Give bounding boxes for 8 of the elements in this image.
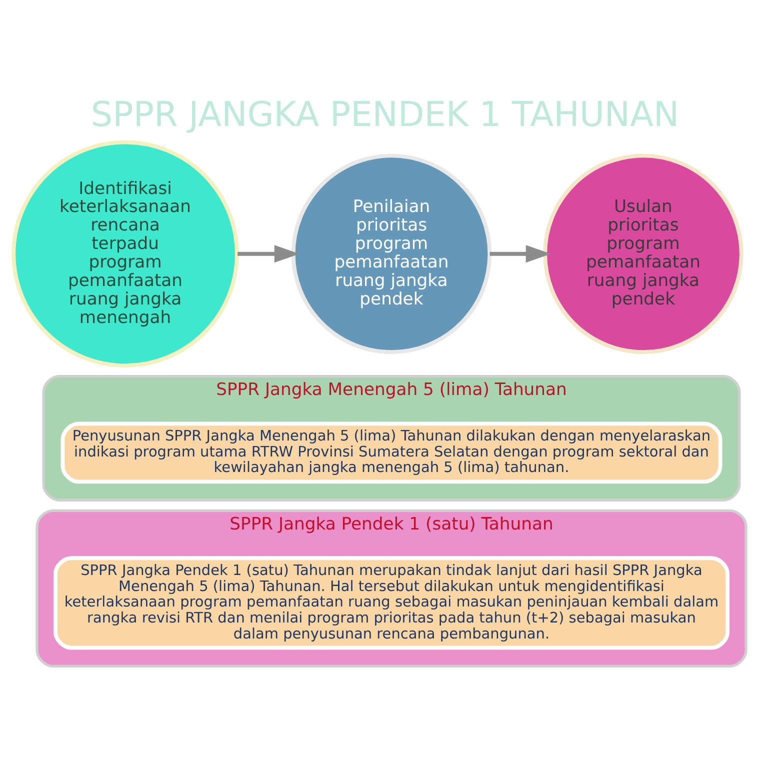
node-circle: Usulan prioritas program pemanfaatan ruang jangka pendek bbox=[543, 154, 744, 354]
node-box: SPPR Jangka Pendek 1 (satu) Tahunan merupakan tindak lanjut dari hasil SPPR Jangka Menengah 5 (lima) Tahunan. Hal tersebut dilakukan untuk mengidentifikasi keterlaksanaan program pemanfaatan ruang sebagai masukan peninjauan kembali dalam rangka revisi RTR dan menilai program prioritas pada tahun (t+2) sebagai masukan dalam penyusunan rencana pembangunan. bbox=[53, 556, 730, 650]
node-circle: Identifikasi keterlaksanaan rencana terpadu program pemanfaatan ruang jangka menengah bbox=[12, 140, 239, 368]
diagram-title: SPPR JANGKA PENDEK 1 TAHUNAN bbox=[90, 94, 680, 135]
arrow bbox=[238, 245, 300, 263]
node-circle: Penilaian prioritas program pemanfaatan ruang jangka pendek bbox=[291, 154, 492, 354]
arrow bbox=[490, 245, 551, 263]
node-box: Penyusunan SPPR Jangka Menengah 5 (lima) Tahunan dilakukan dengan menyelaraskan indikasi program utama RTRW Provinsi Sumatera Selatan dengan program sektoral dan kewilayahan jangka menengah 5 (lima) tahunan. bbox=[60, 422, 722, 484]
